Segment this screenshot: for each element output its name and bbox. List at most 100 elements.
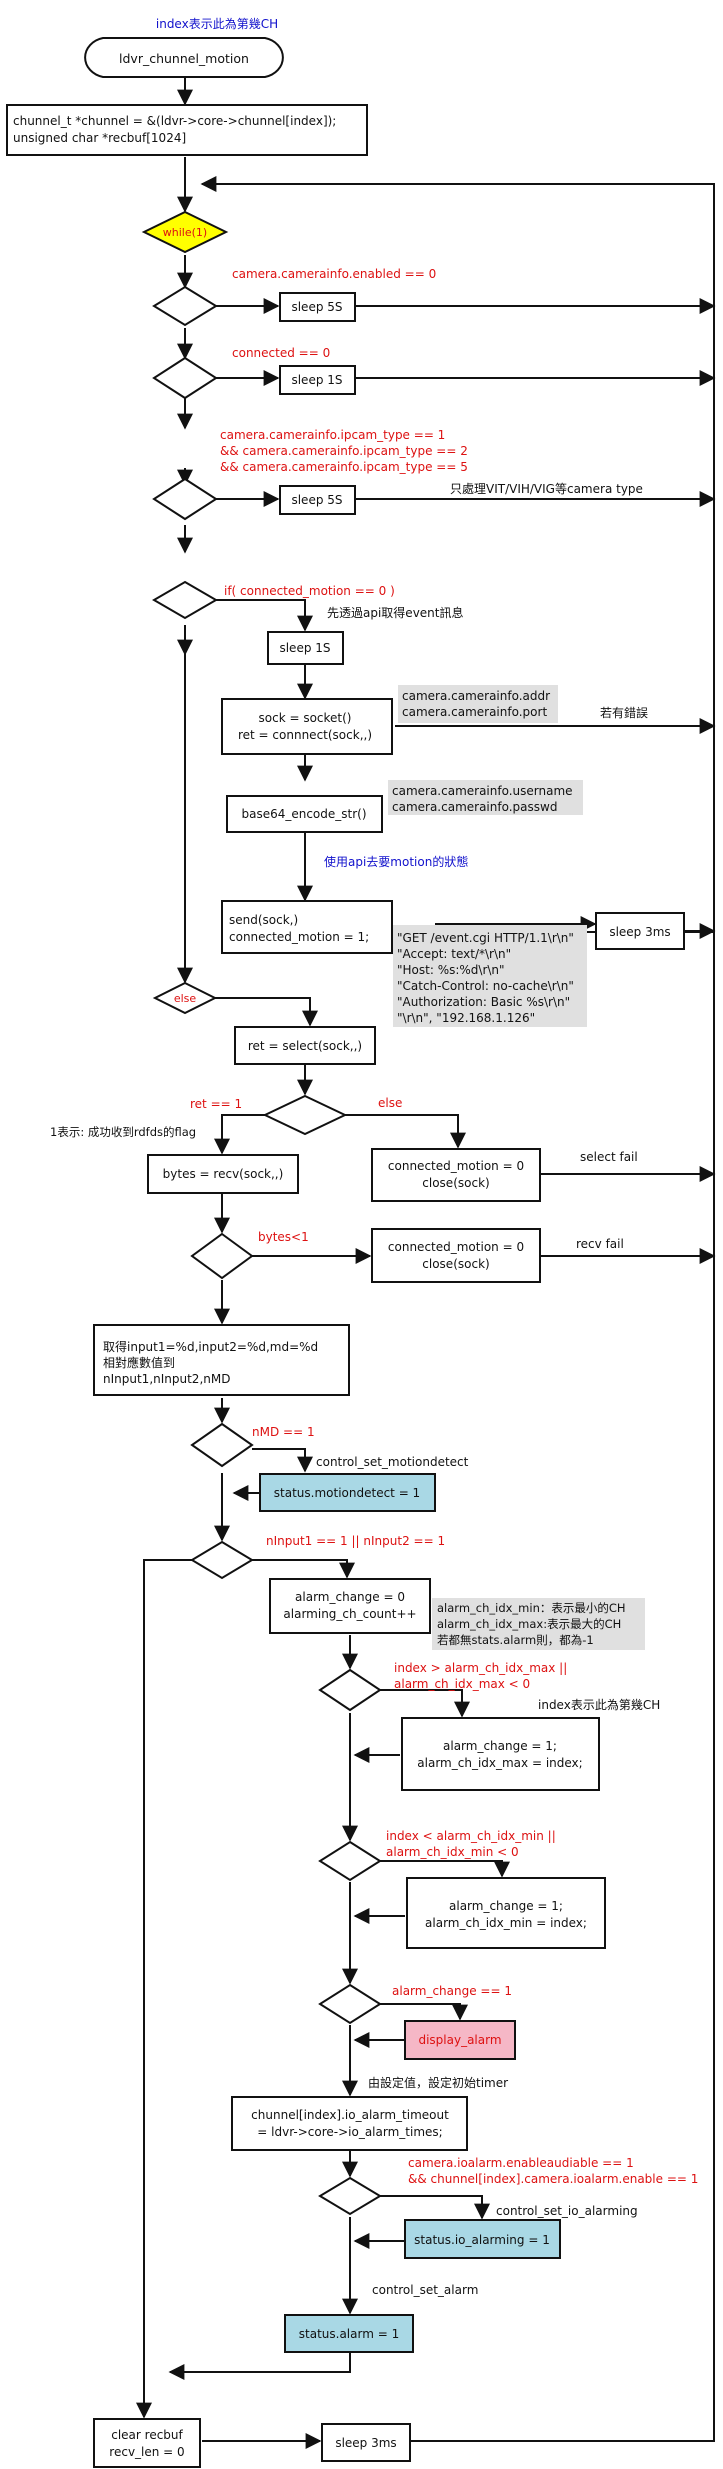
base64-label: base64_encode_str() [241, 807, 366, 821]
select-box [234, 1026, 376, 1065]
idx-min-line-2: alarm_ch_idx_min = index; [425, 1916, 587, 1930]
sleep1s-a-box [279, 365, 356, 395]
addr-port-note-bg [398, 685, 558, 723]
socket-line-1: sock = socket() [259, 711, 352, 725]
sleep3ms-a-box [595, 912, 685, 950]
recv-fail-box [371, 1228, 541, 1283]
cond-ioalarm-2: && chunnel[index].camera.ioalarm.enable … [408, 2172, 698, 2186]
idx-min-diamond [318, 1840, 382, 1882]
idx-info-note-bg [432, 1598, 645, 1650]
parse-line-2: 相對應數值到 [103, 1355, 175, 1370]
idx-max-diamond [318, 1668, 382, 1712]
sleep5s-a-box [279, 292, 356, 322]
idx-info-line-1: alarm_ch_idx_min：表示最小的CH [437, 1601, 626, 1615]
http-line-2: "Accept: text/*\r\n" [397, 947, 511, 961]
cond-ipcam-1: camera.camerainfo.ipcam_type == 1 [220, 428, 445, 442]
cond-else: else [378, 1096, 402, 1110]
else-diamond-label: else [174, 992, 197, 1005]
note-select-fail: select fail [580, 1150, 638, 1164]
send-line-2: connected_motion = 1; [229, 930, 369, 944]
recv-label: bytes = recv(sock,,) [163, 1167, 284, 1181]
timeout-line-2: = ldvr->core->io_alarm_times; [257, 2125, 442, 2139]
recv-fail-line-1: connected_motion = 0 [388, 1240, 524, 1254]
recv-fail-line-2: close(sock) [422, 1257, 489, 1271]
note-io-fn: control_set_io_alarming [496, 2204, 638, 2218]
motiondetect-box [259, 1473, 436, 1512]
parse-box [93, 1324, 350, 1396]
while-diamond [141, 210, 229, 254]
start-label: ldvr_chunnel_motion [119, 51, 249, 66]
status-alarm-label: status.alarm = 1 [299, 2327, 399, 2341]
while-label: while(1) [163, 226, 207, 239]
io-alarming-label: status.io_alarming = 1 [414, 2233, 550, 2247]
select-fail-line-1: connected_motion = 0 [388, 1159, 524, 1173]
cond-bytes: bytes<1 [258, 1230, 309, 1244]
note-vit: 只處理VIT/VIH/VIG等camera type [450, 482, 643, 496]
note-index-ch: index表示此為第幾CH [538, 1698, 660, 1712]
note-recv-fail: recv fail [576, 1237, 624, 1251]
cond-idx-min-1: index < alarm_ch_idx_min || [386, 1829, 556, 1843]
alarm-change-diamond [318, 1983, 382, 2025]
note-api-event: 先透過api取得event訊息 [327, 605, 463, 620]
cond-ipcam-2: && camera.camerainfo.ipcam_type == 2 [220, 444, 468, 458]
nmd-diamond [190, 1422, 254, 1468]
sleep5s-b-box [279, 485, 356, 515]
idx-max-line-1: alarm_change = 1; [443, 1739, 557, 1753]
recv-box [147, 1154, 299, 1194]
sleep5s-a-label: sleep 5S [291, 300, 342, 314]
sleep3ms-b-label: sleep 3ms [335, 2436, 396, 2450]
connected-diamond [152, 356, 218, 400]
http-line-6: "\r\n", "192.168.1.126" [397, 1011, 535, 1025]
cond-alarm-change: alarm_change == 1 [392, 1984, 512, 1998]
connected-motion-diamond [152, 580, 218, 620]
idx-min-line-1: alarm_change = 1; [449, 1899, 563, 1913]
socket-line-2: ret = connnect(sock,,) [238, 728, 372, 742]
send-line-1: send(sock,) [229, 913, 298, 927]
http-line-5: "Authorization: Basic %s\r\n" [397, 995, 570, 1009]
enabled-diamond [152, 285, 218, 327]
socket-box [221, 698, 393, 755]
bytes-diamond [190, 1232, 254, 1280]
ipcam-diamond [152, 477, 218, 521]
select-diamond [262, 1094, 348, 1136]
idx-max-line-2: alarm_ch_idx_max = index; [417, 1756, 582, 1770]
sleep3ms-a-label: sleep 3ms [609, 925, 670, 939]
note-rdfds: 1表示: 成功收到rdfds的flag [50, 1125, 196, 1139]
init-line-1: chunnel_t *chunnel = &(ldvr->core->chunn… [13, 114, 336, 128]
sleep5s-b-label: sleep 5S [291, 493, 342, 507]
texts: index表示此為第幾CH ldvr_chunnel_motion chunne… [13, 17, 698, 2459]
cond-ioalarm-1: camera.ioalarm.enableaudiable == 1 [408, 2156, 634, 2170]
clear-line-1: clear recbuf [111, 2428, 183, 2442]
note-addr: camera.camerainfo.addr [402, 689, 550, 703]
init-box [6, 104, 368, 156]
cond-idx-min-2: alarm_ch_idx_min < 0 [386, 1845, 519, 1859]
sleep1s-a-label: sleep 1S [291, 373, 342, 387]
user-pass-note-bg [388, 780, 583, 815]
timeout-box [231, 2096, 468, 2151]
base64-box [226, 795, 383, 833]
sleep3ms-b-box [321, 2423, 411, 2462]
alarm-change-init-box [269, 1578, 431, 1634]
note-use-api: 使用api去要motion的狀態 [324, 854, 468, 869]
io-alarming-box [404, 2219, 561, 2259]
alarm-init-line-2: alarming_ch_count++ [283, 1607, 416, 1621]
cond-ninput: nInput1 == 1 || nInput2 == 1 [266, 1534, 445, 1548]
parse-line-3: nInput1,nInput2,nMD [103, 1372, 230, 1386]
cond-ret1: ret == 1 [190, 1097, 242, 1111]
cond-enabled: camera.camerainfo.enabled == 0 [232, 267, 436, 281]
http-line-1: "GET /event.cgi HTTP/1.1\r\n" [397, 931, 574, 945]
motiondetect-label: status.motiondetect = 1 [274, 1486, 420, 1500]
cond-connected-motion: if( connected_motion == 0 ) [224, 584, 395, 598]
cond-ipcam-3: && camera.camerainfo.ipcam_type == 5 [220, 460, 468, 474]
send-box [221, 900, 393, 954]
clear-line-2: recv_len = 0 [109, 2445, 184, 2459]
idx-info-line-2: alarm_ch_idx_max:表示最大的CH [437, 1617, 621, 1631]
cond-nmd: nMD == 1 [252, 1425, 315, 1439]
init-line-2: unsigned char *recbuf[1024] [13, 131, 186, 145]
sleep1s-b-box [267, 631, 344, 665]
http-line-3: "Host: %s:%d\r\n" [397, 963, 505, 977]
note-port: camera.camerainfo.port [402, 705, 547, 719]
note-error: 若有錯誤 [600, 705, 648, 720]
cond-idx-max-2: alarm_ch_idx_max < 0 [394, 1677, 530, 1691]
